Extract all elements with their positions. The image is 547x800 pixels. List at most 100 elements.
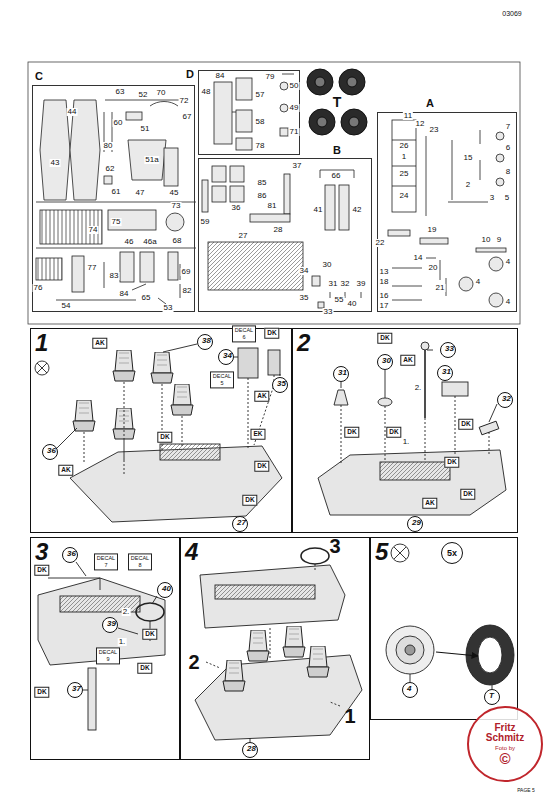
part-number: 32 bbox=[340, 280, 351, 288]
paint-code: AK bbox=[92, 338, 107, 349]
callout-number: 27 bbox=[232, 516, 248, 532]
sprue-a-parts bbox=[426, 130, 488, 216]
step-4-illustration bbox=[195, 655, 362, 740]
part-number: 71 bbox=[289, 128, 300, 136]
sprue-c-parts bbox=[120, 252, 134, 282]
sprue-a-parts bbox=[476, 248, 506, 252]
part-number: 84 bbox=[215, 72, 226, 80]
paint-code: AK bbox=[400, 355, 415, 366]
tires bbox=[307, 69, 367, 135]
part-number: 20 bbox=[428, 264, 439, 272]
part-number: 46a bbox=[142, 238, 157, 246]
sprue-b-parts bbox=[212, 166, 226, 182]
sprue-b-parts bbox=[212, 186, 226, 202]
step-number: 1 bbox=[35, 331, 48, 355]
callout-number: 30 bbox=[377, 354, 393, 370]
sprue-a-parts bbox=[388, 230, 410, 236]
part-number: 65 bbox=[141, 294, 152, 302]
tires bbox=[341, 109, 367, 135]
part-number: 1. bbox=[402, 438, 411, 446]
tire-letter: T bbox=[333, 95, 342, 109]
part-number: 26 bbox=[399, 142, 410, 150]
sprue-b-parts bbox=[339, 185, 349, 230]
sprue-frame: B bbox=[198, 158, 372, 312]
callout-number: 28 bbox=[242, 742, 258, 758]
sprue-c-parts bbox=[126, 112, 142, 120]
step-2-illustration bbox=[318, 342, 506, 515]
sprue-c-parts bbox=[140, 252, 154, 282]
part-number: 43 bbox=[50, 159, 61, 167]
tires bbox=[349, 117, 359, 127]
sprue-a-parts bbox=[496, 132, 504, 140]
step-2-illustration bbox=[341, 350, 497, 422]
sprue-c-parts bbox=[40, 100, 70, 200]
step-1-illustration bbox=[113, 350, 135, 381]
step-5-illustration bbox=[386, 626, 434, 674]
part-number: 67 bbox=[182, 113, 193, 121]
step-3-illustration bbox=[38, 562, 165, 730]
step-1-illustration bbox=[171, 384, 193, 415]
step-number: 5 bbox=[375, 540, 388, 564]
step-5-illustration bbox=[478, 637, 502, 673]
sprue-c-parts bbox=[36, 100, 196, 304]
part-number: 51a bbox=[144, 156, 159, 164]
step-1-illustration bbox=[268, 350, 280, 375]
sprue-c-parts bbox=[72, 256, 84, 292]
step-5-illustration bbox=[386, 544, 514, 689]
step-4-illustration bbox=[223, 660, 245, 691]
paint-code: DK bbox=[254, 461, 269, 472]
part-number: 63 bbox=[115, 88, 126, 96]
tires bbox=[317, 117, 327, 127]
step-4-illustration bbox=[206, 564, 340, 706]
part-number: 12 bbox=[415, 120, 426, 128]
sprue-a-parts bbox=[420, 238, 448, 244]
part-number: 3 bbox=[489, 194, 495, 202]
step-number: 2 bbox=[297, 331, 310, 355]
callout-number: 31 bbox=[437, 365, 453, 381]
sprue-a-parts bbox=[392, 120, 416, 212]
part-number: 86 bbox=[257, 192, 268, 200]
sprue-d-parts bbox=[232, 74, 294, 112]
page-number: PAGE 5 bbox=[517, 788, 535, 793]
part-number: 84 bbox=[119, 290, 130, 298]
sprue-c-parts bbox=[128, 140, 166, 180]
part-number: 9 bbox=[496, 236, 502, 244]
step-2-illustration bbox=[341, 350, 497, 422]
part-number: 34 bbox=[299, 267, 310, 275]
step-1-illustration bbox=[35, 361, 49, 375]
sprue-d-parts bbox=[236, 78, 252, 100]
sprue-c-parts bbox=[56, 262, 180, 304]
callout-text: 38 bbox=[202, 337, 211, 345]
part-number: 85 bbox=[257, 179, 268, 187]
part-number: 52 bbox=[138, 91, 149, 99]
step-3-illustration bbox=[76, 562, 157, 690]
step-3-illustration bbox=[48, 578, 100, 590]
part-number: 40 bbox=[347, 300, 358, 308]
sprue-b-parts bbox=[230, 166, 244, 182]
part-number: 5 bbox=[504, 194, 510, 202]
tires bbox=[339, 69, 365, 95]
sprue-d-parts bbox=[236, 110, 252, 132]
callout-number: 32 bbox=[497, 392, 513, 408]
step-4-illustration bbox=[301, 548, 329, 564]
part-number: 30 bbox=[322, 261, 333, 269]
step-1-illustration bbox=[35, 344, 282, 522]
sprue-c-parts bbox=[164, 148, 178, 186]
callout-text: 35 bbox=[277, 380, 286, 388]
part-number: 78 bbox=[255, 142, 266, 150]
step-2-illustration bbox=[341, 396, 489, 465]
callout-number: 36 bbox=[62, 547, 78, 563]
sprue-d-parts bbox=[236, 138, 252, 150]
callout-text: 36 bbox=[47, 447, 56, 455]
part-number: 62 bbox=[105, 165, 116, 173]
step-2-illustration bbox=[334, 390, 348, 405]
sprue-a-parts bbox=[496, 154, 504, 162]
callout-number: 35 bbox=[272, 377, 288, 393]
step-3-illustration bbox=[136, 603, 164, 621]
tires bbox=[315, 77, 359, 127]
copyright-stamp: Fritz SchmitzFoto by© bbox=[467, 706, 543, 782]
part-number: 53 bbox=[163, 304, 174, 312]
part-number: 7 bbox=[505, 123, 511, 131]
